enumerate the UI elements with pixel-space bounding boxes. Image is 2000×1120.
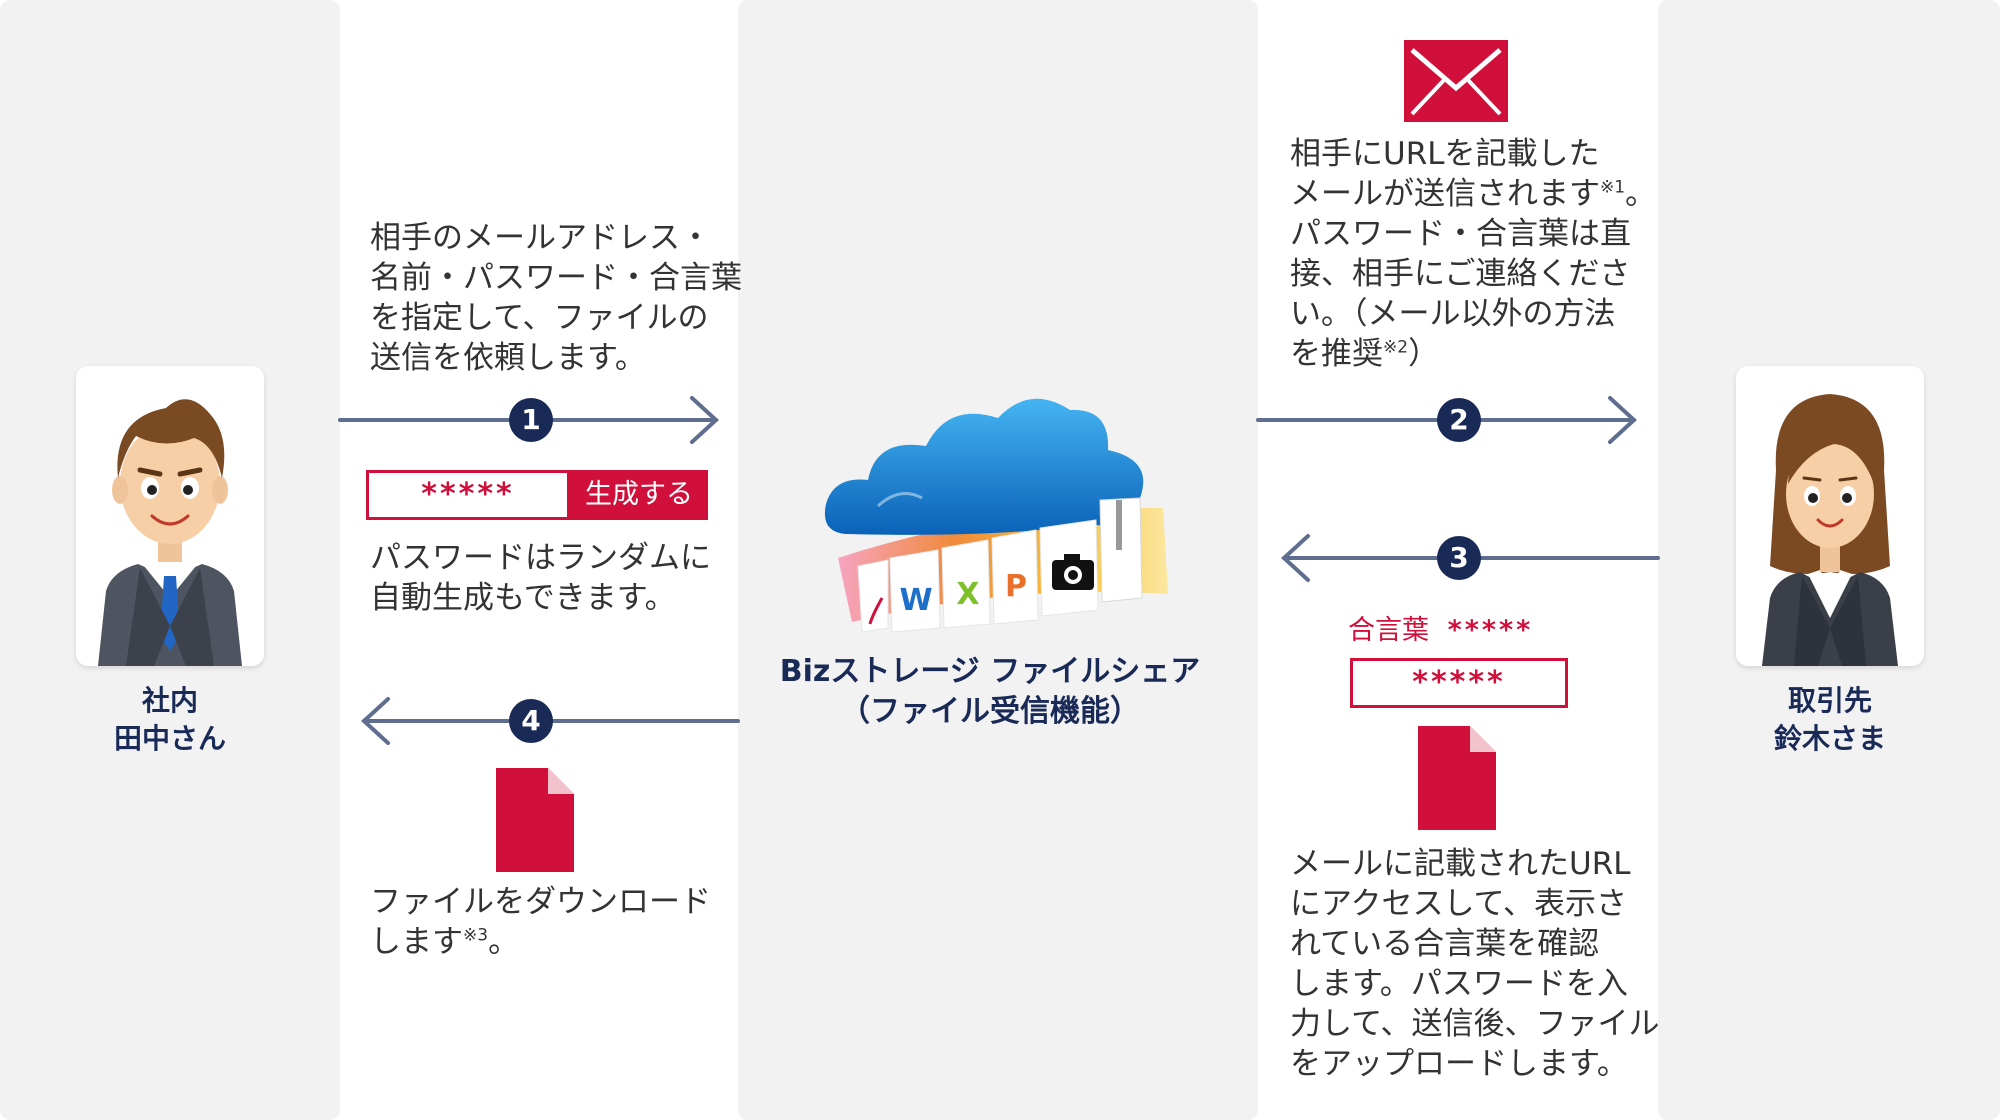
passphrase-password-field[interactable]: ***** [1350, 658, 1568, 708]
step-3-badge: 3 [1437, 536, 1481, 580]
left-person-line1: 社内 [141, 684, 198, 717]
step-3-line: をアップロードします。 [1290, 1046, 1628, 1082]
cloud-icon: W X P [824, 398, 1168, 633]
envelope-icon [1404, 40, 1508, 122]
service-title-line1: Bizストレージ ファイルシェア [779, 654, 1201, 689]
right-person-label: 取引先 鈴木さま [1730, 682, 1930, 758]
camera-icon [1052, 554, 1094, 590]
step-3-line: 力して、送信後、ファイル [1290, 1006, 1660, 1042]
step-1-description: 相手のメールアドレス・ 名前・パスワード・合言葉 を指定して、ファイルの 送信を… [370, 218, 742, 378]
password-caption: パスワードはランダムに 自動生成もできます。 [370, 538, 711, 618]
document-icon [1418, 726, 1496, 830]
passphrase-value: ***** [1447, 615, 1534, 646]
passphrase-label: 合言葉 [1348, 615, 1429, 646]
businessman-avatar [98, 399, 242, 666]
left-person-line2: 田中さん [113, 722, 226, 755]
powerpoint-icon: P [1005, 569, 1027, 604]
step-1-line: 送信を依頼します。 [370, 340, 646, 376]
excel-icon: X [956, 577, 979, 612]
passphrase-display: 合言葉 ***** [1348, 608, 1533, 647]
left-person-label: 社内 田中さん [70, 682, 270, 758]
step-2-line: い。（メール以外の方法 [1290, 296, 1616, 332]
businesswoman-avatar [1762, 394, 1898, 666]
left-person-card [76, 366, 264, 666]
step-4-badge: 4 [509, 699, 553, 743]
step-3-line: メールに記載されたURL [1290, 846, 1631, 882]
step-2-line: を推奨※2） [1290, 336, 1440, 372]
document-icon [496, 768, 574, 872]
step-2-badge: 2 [1437, 398, 1481, 442]
step-3-line: にアクセスして、表示さ [1290, 886, 1627, 922]
pdf-icon [868, 597, 884, 625]
password-caption-line: パスワードはランダムに [370, 540, 711, 576]
step-2-line: 相手にURLを記載した [1290, 136, 1600, 172]
step-3-line: れている合言葉を確認 [1290, 926, 1600, 962]
service-title: Bizストレージ ファイルシェア （ファイル受信機能） [740, 652, 1240, 732]
right-person-line2: 鈴木さま [1773, 722, 1886, 755]
step-1-line: 名前・パスワード・合言葉 [370, 260, 742, 296]
step-4-line: します※3。 [370, 924, 520, 960]
right-person-card [1736, 366, 1924, 666]
step-1-badge: 1 [509, 398, 553, 442]
word-icon: W [899, 583, 932, 618]
step-2-line: 接、相手にご連絡くださ [1290, 256, 1631, 292]
step-1-line: 相手のメールアドレス・ [370, 220, 711, 256]
step-3-line: します。パスワードを入 [1290, 966, 1628, 1002]
step-2-line: パスワード・合言葉は直 [1290, 216, 1631, 252]
service-title-line2: （ファイル受信機能） [840, 694, 1140, 729]
generate-password-button[interactable]: 生成する [570, 470, 708, 520]
password-field[interactable]: ***** [366, 470, 570, 520]
right-person-line1: 取引先 [1787, 684, 1872, 717]
password-caption-line: 自動生成もできます。 [370, 580, 676, 616]
step-2-description: 相手にURLを記載した メールが送信されます※1。 パスワード・合言葉は直 接、… [1290, 134, 1656, 374]
step-4-description: ファイルをダウンロード します※3。 [370, 882, 711, 962]
step-1-line: を指定して、ファイルの [370, 300, 709, 336]
step-4-line: ファイルをダウンロード [370, 884, 711, 920]
step-2-line: メールが送信されます※1。 [1290, 176, 1657, 212]
step-3-description: メールに記載されたURL にアクセスして、表示さ れている合言葉を確認 します。… [1290, 844, 1660, 1084]
